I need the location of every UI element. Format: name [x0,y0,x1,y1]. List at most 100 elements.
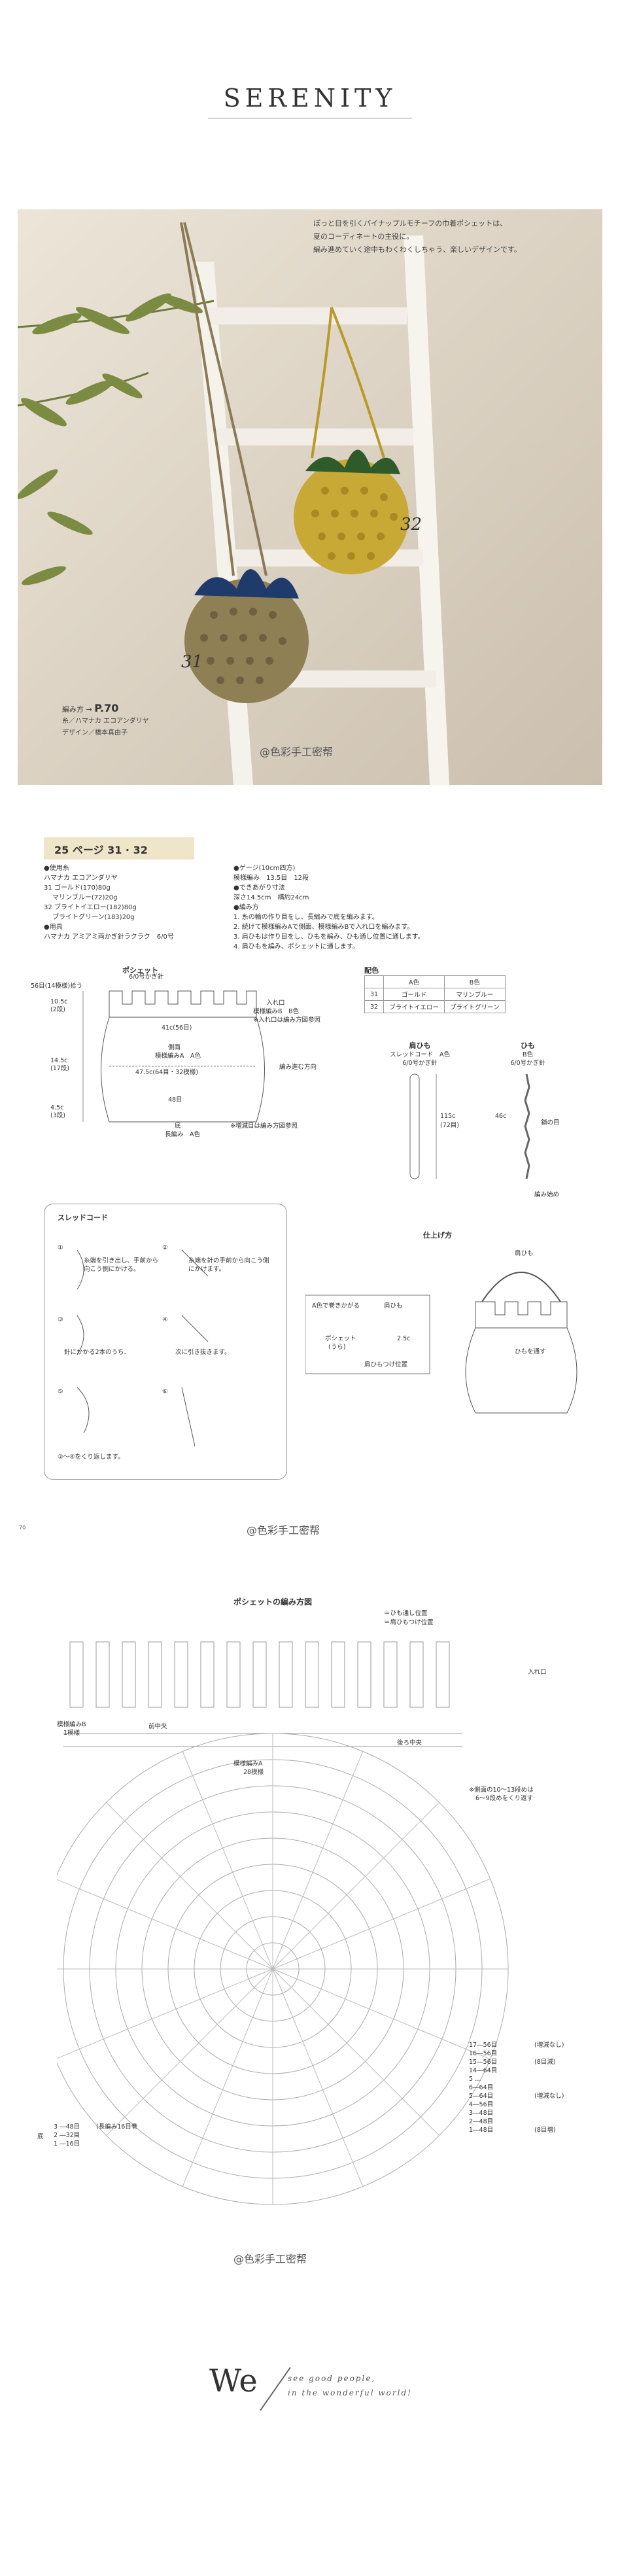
strap-pattern: スレッドコード A色 [390,1051,450,1058]
gauge-line: 4. 肩ひもを編み、ポシェットに通します。 [233,943,359,950]
gauge-line: ●編み方 [233,904,259,911]
chart-side-label-b: 1模様 [63,1730,80,1737]
chart-side-pattern-b: 28模様 [243,1769,264,1776]
base-rows-label: 底 [37,2133,44,2140]
footer-logo: We [209,2363,258,2399]
cord-hook: 6/0号かぎ針 [510,1060,545,1067]
base-label: 底 [175,1123,181,1130]
stitch-chart [57,1641,509,2205]
side-row-note: (増減なし) [534,2042,564,2049]
chart-opening-label: 入れ口 [528,1669,547,1676]
color-table-block: 配色 A色 B色 31 ゴールド マリンブルー 32 ブライトイエロー ブライト… [364,965,506,1013]
legend-strap: ＝肩ひもつけ位置 [384,1619,434,1626]
materials-line: ●使用糸 [44,865,69,872]
ref-page: P.70 [94,702,119,714]
materials-line: ブライトグリーン(183)20g [44,914,135,921]
page-number: 70 [19,1525,26,1531]
thread-cord-title: スレッドコード [58,1213,108,1222]
dim-top-rows: (2段) [50,1006,65,1013]
strap-dim: 115c [440,1113,456,1120]
watermark: @色彩手工密帮 [247,1524,320,1537]
side-count: 47.5c(64目・32模様) [135,1069,198,1076]
stitch-chart-page: ポシェットの編み方図 ＝ひも通し位置 ＝肩ひもつけ位置 [18,1570,602,2289]
side-label: 側面 [168,1044,181,1051]
step-number: ④ [162,1316,168,1323]
page-tab-label: 25 ページ 31 · 32 [54,844,148,856]
watermark: @色彩手工密帮 [233,2253,307,2265]
gauge-line: ●ゲージ(10cm四方) [233,865,296,872]
opening-pattern: 模様編みB B色 [253,1008,300,1015]
gauge-line: 2. 続けて模様編みAで側面、模様編みBで入れ口を編みます。 [233,924,414,931]
step-number: ⑥ [162,1388,168,1395]
gauge-line: ●できあがり寸法 [233,884,285,892]
strap-hook: 6/0号かぎ針 [402,1060,438,1067]
product-photo: 32 31 ぽっと目を引くパイナップルモチーフの巾着ポシェットは、 夏のコーディ… [18,209,602,785]
base-row: 3 ―48目 [54,2123,80,2131]
materials-line: ハマナカ エコアンダリヤ [44,875,118,882]
step-number: ⑤ [58,1388,63,1395]
step-number: ① [58,1244,63,1251]
step-text: 針にかかる2本のうち、 [64,1349,131,1356]
step-text: 糸端を針の手前から向こう側にかけます。 [188,1257,269,1273]
gauge-line: 模様編み 13.5目 12段 [233,875,309,882]
cord-ends: 鎖の目 [541,1119,560,1126]
strap-dim-rows: (72目) [440,1122,460,1129]
finish-strap: 肩ひも [515,1250,534,1257]
base-pattern: 長編み A色 [165,1131,200,1138]
table-header: A色 [383,975,445,988]
cord-title: ひも [521,1041,535,1050]
front-center-label: 前中央 [148,1723,167,1730]
dim-bot: 4.5c [50,1104,64,1111]
color-table-title: 配色 [364,966,379,975]
finish-pochette-sub: (うら) [328,1344,346,1351]
cord-end-label: 編み始め [534,1191,560,1198]
arrow-icon: → [86,705,92,714]
cord-color: B色 [522,1051,534,1058]
step-number: ③ [58,1316,63,1323]
table-cell: ブライトグリーン [444,1000,506,1013]
table-cell: 31 [364,988,385,1001]
back-center-label: 後ろ中央 [397,1739,422,1747]
table-cell: ゴールド [383,988,445,1001]
ref-label: 編み方 [62,705,84,714]
pochette-diagram: ポシェット 6/0号かぎ針 56目(14模様)拾う 10.5c (2段) 14.… [31,965,345,1155]
base-note: ※増減目は編み方図参照 [230,1123,298,1130]
caption-line: ぽっと目を引くパイナップルモチーフの巾着ポシェットは、 [313,219,508,228]
side-row: 2―48目 [469,2118,494,2125]
side-row: 4―56目 [469,2101,494,2108]
side-row-list: 17―56目 16―56目 15―56目 14―64目 5 … 6―64目 5―… [469,2041,497,2134]
chart-title: ポシェットの編み方図 [233,1597,313,1607]
strap-diagram: 肩ひも スレッドコード A色 6/0号かぎ針 115c (72目) [371,1040,469,1197]
finish-dim: 2.5c [397,1335,411,1342]
dim-top: 10.5c [50,998,68,1005]
footer-tagline-line: see good people, [288,2374,376,2383]
materials-line: 31 ゴールド(170)80g [44,884,111,892]
thread-cord-box: スレッドコード ① 糸端を引き出し、手前から向こう側にかける。 ② 糸端を針の手… [44,1204,287,1480]
finish-strap-label: 肩ひも [384,1302,403,1310]
finish-title: 仕上げ方 [423,1231,452,1240]
thread-cord-steps [77,1249,209,1447]
table-header [364,975,385,988]
label-32: 32 [400,515,422,534]
direction-label: 編み進む方向 [279,1064,317,1071]
finish-a-color: A色で巻きかがる [312,1302,360,1310]
side-pattern: 模様編みA A色 [155,1053,201,1060]
side-row: 17―56目 [469,2042,498,2049]
page-reference: 編み方 → P.70 糸／ハマナカ エコアンダリヤ デザイン／橋本真由子 [62,703,149,739]
finishing-diagram: 仕上げ方 肩ひも A色で巻きかがる 肩ひも ポシェット (うら) 2.5c 肩ひ… [305,1230,587,1426]
page-title: SERENITY [223,84,397,113]
pochette-title: ポシェット [122,966,158,975]
footer-tagline: see good people, in the wonderful world! [288,2371,412,2400]
finish-shape [305,1272,577,1414]
base-row: 1 ―16目 [54,2140,80,2148]
materials-list: ●使用糸 ハマナカ エコアンダリヤ 31 ゴールド(170)80g マリンブルー… [44,863,292,942]
side-row: 6―64目 [469,2084,494,2091]
legend-cord: ＝ひも通し位置 [384,1610,428,1617]
footer-divider [260,2367,291,2411]
label-31: 31 [181,652,203,672]
materials-line: 32 ブライトイエロー(182)80g [44,904,137,911]
pochette-shape [82,990,265,1123]
side-circumference: 41c(56目) [162,1024,192,1032]
side-row-note: (8目減) [534,2059,556,2066]
gauge-line: 1. 糸の輪の作り目をし、長編みで底を編みます。 [233,914,379,921]
